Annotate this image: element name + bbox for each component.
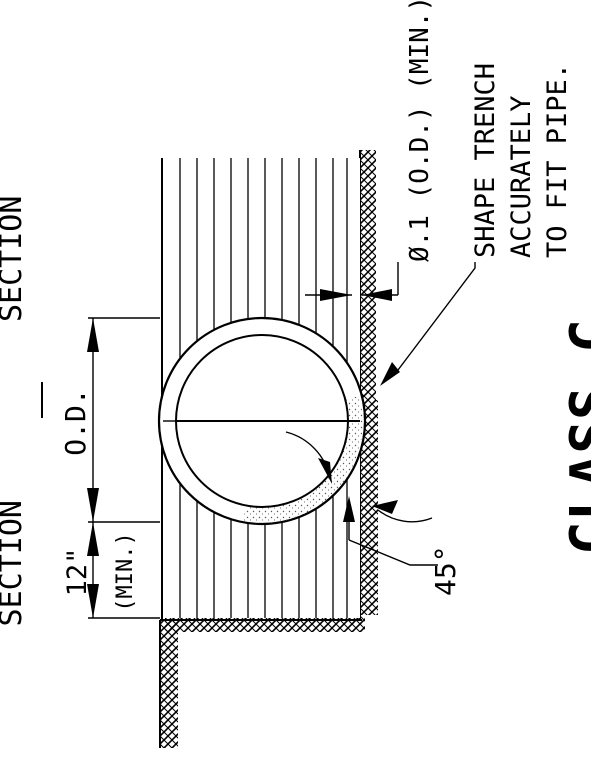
note-leader — [380, 262, 476, 386]
twelve-inch-dimension — [87, 522, 160, 619]
bedding-material — [242, 396, 363, 524]
note-line-1: SHAPE TRENCH — [470, 63, 501, 258]
class-title: CLASS C — [559, 319, 591, 555]
od-label: O.D. — [59, 388, 92, 455]
twelve-inch-label: 12" — [62, 548, 93, 597]
od-dimension — [87, 317, 160, 523]
section-label-left: SECTION — [0, 500, 29, 626]
angle-45-indicator — [285, 431, 438, 566]
clearance-dimension — [305, 262, 399, 301]
note-line-3: TO FIT PIPE. — [542, 63, 573, 258]
twelve-inch-min-label: (MIN.) — [113, 532, 138, 611]
angle-45-label: 45° — [429, 545, 462, 596]
clearance-label: Ø.1 (O.D.) (MIN.) — [405, 0, 435, 262]
note-line-2: ACCURATELY — [506, 95, 537, 258]
pipe — [157, 316, 367, 526]
section-label-right: SECTION — [0, 196, 29, 322]
trench-wall-hatch — [359, 150, 378, 620]
native-soil-hatch — [159, 616, 365, 748]
